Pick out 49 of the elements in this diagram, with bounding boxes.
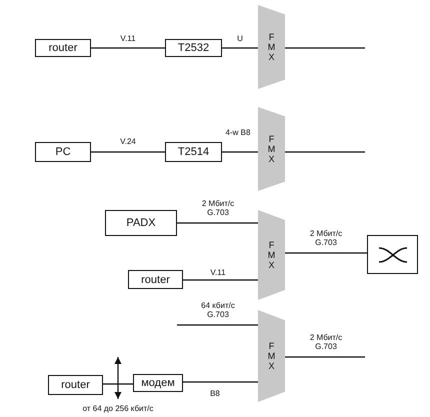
open-line [285,356,365,358]
device-name: T2514 [178,146,210,158]
connector-line [183,279,258,281]
open-line [285,151,365,153]
open-line [285,47,365,49]
connector-line [222,151,258,153]
edge-label: 2 Мбит/с G.703 [308,229,344,247]
open-line [177,324,258,326]
device-box [105,210,177,236]
multiplexer-shape [258,210,285,300]
edge-label: 4-w B8 [224,128,252,137]
device-name: F M X [268,341,276,371]
device-box [128,270,183,289]
connector-line [222,47,258,49]
multiplexer-shape [258,5,285,89]
connector-line [91,151,165,153]
multiplexer-shape [258,107,285,191]
edge-label: U [236,34,244,43]
device-name: F M X [268,240,276,270]
connector-line [91,47,165,49]
device-name: модем [141,377,175,389]
multiplexer-shape [258,310,285,402]
device-name: router [48,42,78,54]
device-name: F M X [268,134,276,164]
device-box [133,374,183,392]
device-box [48,375,103,395]
device-box [35,39,91,57]
edge-label: 64 кбит/с G.703 [200,301,236,319]
device-box [165,142,222,162]
edge-label: B8 [209,389,221,398]
connector-line [183,381,258,383]
edge-label: V.11 [209,268,227,277]
device-name: PADX [126,217,156,229]
connector-line [177,222,258,224]
device-box [35,142,91,162]
connector-line [285,252,367,254]
device-name: router [141,274,170,286]
edge-label: 2 Мбит/с G.703 [200,199,236,217]
device-box [165,39,222,57]
edge-label: V.11 [119,34,137,43]
rate-note: от 64 до 256 кбит/с [82,404,154,413]
connector-line [103,383,133,385]
device-name: PC [55,146,71,158]
edge-label: V.24 [119,137,137,146]
device-name: router [61,379,90,391]
switch-box [367,235,418,274]
device-name: F M X [268,32,276,62]
device-name: T2532 [178,42,210,54]
edge-label: 2 Мбит/с G.703 [308,333,344,351]
